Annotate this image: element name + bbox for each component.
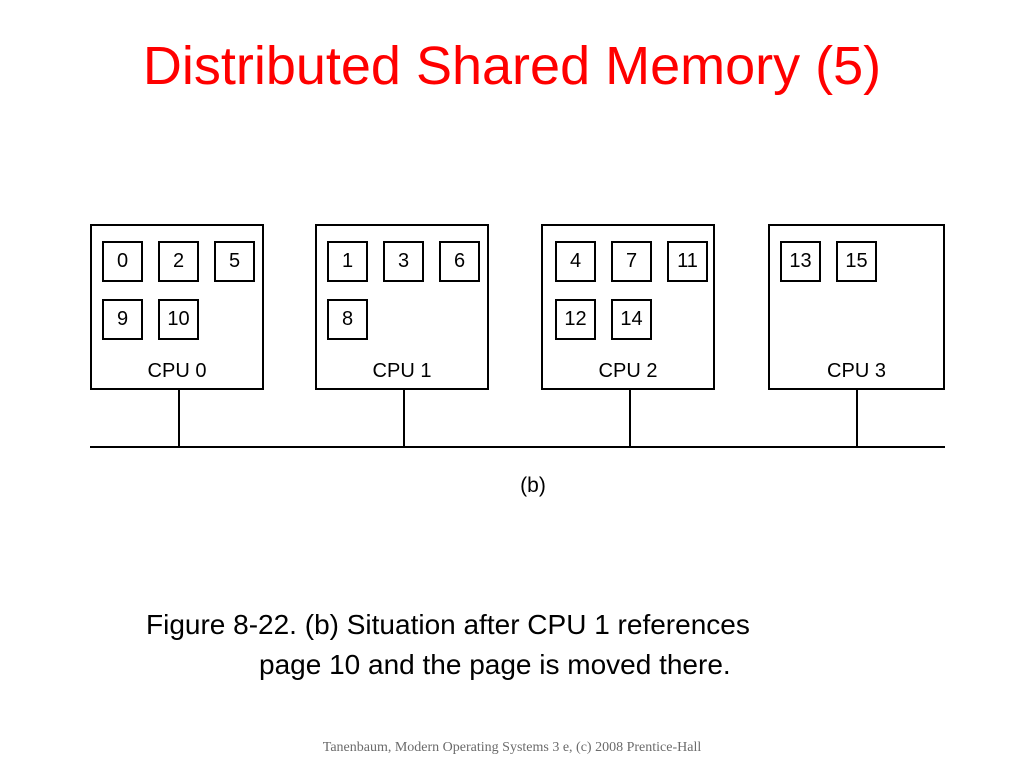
caption-line-1: Figure 8-22. (b) Situation after CPU 1 r… — [146, 609, 750, 640]
cpu-label: CPU 1 — [372, 360, 432, 382]
cpu-label: CPU 0 — [147, 360, 207, 382]
slide-footer: Tanenbaum, Modern Operating Systems 3 e,… — [322, 740, 702, 755]
page-box: 10 — [158, 299, 199, 340]
cpu-box-3: 13 15 CPU 3 — [768, 224, 945, 390]
bus-connector-0 — [178, 390, 180, 447]
page-box: 3 — [383, 241, 424, 282]
caption-line-2: page 10 and the page is moved there. — [259, 649, 731, 680]
page-box: 6 — [439, 241, 480, 282]
page-box: 9 — [102, 299, 143, 340]
bus-connector-2 — [629, 390, 631, 447]
page-box: 4 — [555, 241, 596, 282]
cpu-box-0: 0 2 5 9 10 CPU 0 — [90, 224, 264, 390]
page-box: 12 — [555, 299, 596, 340]
slide-title: Distributed Shared Memory (5) — [142, 36, 882, 96]
bus-line — [90, 446, 945, 448]
bus-connector-1 — [403, 390, 405, 447]
page-box: 2 — [158, 241, 199, 282]
cpu-box-2: 4 7 11 12 14 CPU 2 — [541, 224, 715, 390]
cpu-label: CPU 3 — [827, 360, 886, 382]
page-box: 11 — [667, 241, 708, 282]
cpu-label: CPU 2 — [598, 360, 658, 382]
page-box: 1 — [327, 241, 368, 282]
page-box: 5 — [214, 241, 255, 282]
page-box: 8 — [327, 299, 368, 340]
page-box: 14 — [611, 299, 652, 340]
page-box: 7 — [611, 241, 652, 282]
figure-sublabel: (b) — [520, 474, 546, 497]
page-box: 15 — [836, 241, 877, 282]
bus-connector-3 — [856, 390, 858, 447]
cpu-box-1: 1 3 6 8 CPU 1 — [315, 224, 489, 390]
page-box: 13 — [780, 241, 821, 282]
page-box: 0 — [102, 241, 143, 282]
